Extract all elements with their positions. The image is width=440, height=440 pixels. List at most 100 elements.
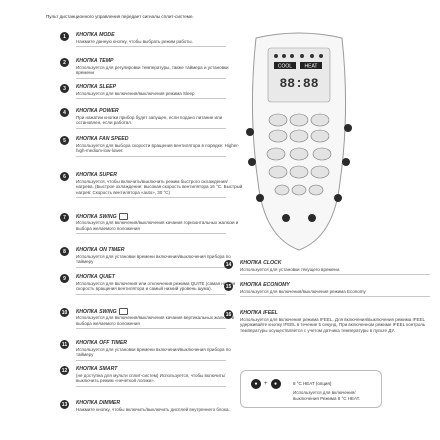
item-title-text: КНОПКА SWING xyxy=(76,308,117,315)
item-fan-speed: 5 КНОПКА FAN SPEED Используется для выбо… xyxy=(60,136,244,157)
badge: 6 xyxy=(60,172,69,181)
item-off-timer: 11 КНОПКА OFF TIMER Используется для уст… xyxy=(60,340,244,361)
item-title: КНОПКА TEMP xyxy=(76,58,114,64)
item-desc: Используется для установки времени включ… xyxy=(76,346,231,358)
heat-buttons: ● + ● xyxy=(251,379,281,389)
item-desc: Используется для установки времени включ… xyxy=(76,253,231,265)
item-swing-vertical: 10 КНОПКА SWING Используется для включен… xyxy=(60,308,244,330)
swing-horizontal-icon xyxy=(119,213,129,220)
item-economy: 15 КНОПКА ECONOMY Используется для включ… xyxy=(224,282,430,297)
item-title: КНОПКА ON TIMER xyxy=(76,247,125,253)
divider xyxy=(240,274,430,275)
item-desc: Используется для включения/выключения ка… xyxy=(76,220,239,231)
heat-8c-box: ● + ● 8 °C HEAT (опция) Используется для… xyxy=(240,370,382,408)
plus-sign: + xyxy=(264,381,268,387)
item-desc: Нажмите кнопку, чтобы включить/выключить… xyxy=(76,406,230,412)
item-desc: Нажмите данную кнопку, чтобы выбрать реж… xyxy=(76,38,193,44)
item-clock: 14 КНОПКА CLOCK Используется для установ… xyxy=(224,260,430,275)
divider xyxy=(76,155,226,157)
item-title: КНОПКА ECONOMY xyxy=(240,282,290,288)
item-title: КНОПКА SMART xyxy=(76,366,118,372)
badge: 12 xyxy=(60,366,69,375)
swing-vertical-icon xyxy=(119,308,129,315)
screen-label-1: COOL xyxy=(278,64,292,70)
item-swing-horizontal: 7 КНОПКА SWING Используется для включени… xyxy=(60,213,244,235)
badge: 1 xyxy=(60,32,69,41)
item-desc: Используется для включения/выключения ре… xyxy=(240,288,366,294)
divider xyxy=(76,98,226,99)
divider xyxy=(76,233,226,235)
screen-icons xyxy=(274,54,323,58)
item-desc: Используется для выбора скорости вращени… xyxy=(76,142,240,154)
divider xyxy=(240,296,430,297)
item-desc: Используется для включения/выключения ка… xyxy=(76,315,235,326)
divider xyxy=(76,127,226,129)
remote-screen xyxy=(267,47,331,103)
divider xyxy=(76,46,226,47)
screen-digits: 88:88 xyxy=(279,76,318,91)
item-on-timer: 8 КНОПКА ON TIMER Используется для устан… xyxy=(60,247,244,268)
item-quiet: 9 КНОПКА QUIET Используется для включени… xyxy=(60,274,244,295)
item-dimmer: 13 КНОПКА DIMMER Нажмите кнопку, чтобы в… xyxy=(60,400,244,412)
item-title: КНОПКА CLOCK xyxy=(240,260,282,266)
item-desc: Используется для включения или отключени… xyxy=(76,280,236,292)
divider xyxy=(76,266,226,268)
item-title: КНОПКА SUPER xyxy=(76,172,117,178)
badge: 10 xyxy=(60,308,69,317)
badge: 5 xyxy=(60,136,69,145)
item-title: КНОПКА SLEEP xyxy=(76,84,117,90)
item-title: КНОПКА QUIET xyxy=(76,274,115,280)
item-title: КНОПКА POWER xyxy=(76,108,119,114)
badge: 3 xyxy=(60,84,69,93)
item-title: КНОПКА OFF TIMER xyxy=(76,340,128,346)
intro-text: Пульт дистанционного управления передает… xyxy=(46,14,194,19)
badge: 13 xyxy=(60,400,69,409)
item-title: КНОПКА FAN SPEED xyxy=(76,136,129,142)
item-title: КНОПКА IFEEL xyxy=(240,310,278,316)
item-ifeel: 16 КНОПКА IFEEL Используется для включен… xyxy=(224,310,430,333)
item-desc: Используется для регулировки температуры… xyxy=(76,64,229,76)
item-desc: Используется для установки текущего врем… xyxy=(240,266,341,272)
remote-callouts xyxy=(246,124,352,222)
divider xyxy=(76,293,226,295)
divider xyxy=(76,328,226,330)
item-title: КНОПКА MODE xyxy=(76,32,115,38)
remote-control-illustration: COOL HEAT 88:88 xyxy=(246,32,352,251)
item-sleep: 3 КНОПКА SLEEP Используется для включени… xyxy=(60,84,244,99)
item-desc: Используется для включения/выключения ре… xyxy=(76,90,195,96)
button-a-icon: ● xyxy=(251,379,261,389)
item-title: КНОПКА SWING xyxy=(76,308,244,315)
screen-label-box-1 xyxy=(274,62,296,69)
item-temp: 2 КНОПКА TEMP Используется для регулиров… xyxy=(60,58,244,79)
item-power: 4 КНОПКА POWER При нажатии кнопки прибор… xyxy=(60,108,244,129)
badge: 4 xyxy=(60,108,69,117)
item-mode: 1 КНОПКА MODE Нажмите данную кнопку, что… xyxy=(60,32,244,47)
item-title: КНОПКА DIMMER xyxy=(76,400,121,406)
screen-label-2: HEAT xyxy=(305,64,318,70)
badge: 16 xyxy=(224,310,233,319)
badge: 8 xyxy=(60,247,69,256)
badge: 15 xyxy=(224,282,233,291)
divider xyxy=(76,77,226,79)
item-desc: Используется, чтобы включить/выключить р… xyxy=(76,178,243,195)
divider xyxy=(76,359,226,361)
badge: 7 xyxy=(60,213,69,222)
button-b-icon: ● xyxy=(270,379,281,389)
heat-label: 8 °C HEAT (опция) xyxy=(293,381,332,386)
item-smart: 12 КНОПКА SMART (не доступна для мульти … xyxy=(60,366,244,387)
item-desc: (не доступна для мульти сплит-систем) Ис… xyxy=(76,372,226,384)
badge: 9 xyxy=(60,274,69,283)
item-super: 6 КНОПКА SUPER Используется, чтобы включ… xyxy=(60,172,244,198)
item-title: КНОПКА SWING xyxy=(76,213,244,220)
remote-buttons xyxy=(266,113,332,196)
item-title-text: КНОПКА SWING xyxy=(76,213,117,220)
heat-desc: Используется для включения/выключения Ре… xyxy=(293,390,361,401)
badge: 11 xyxy=(60,340,69,349)
divider xyxy=(76,197,226,198)
item-desc: Используется для включения режима IFEEL.… xyxy=(240,316,426,333)
badge: 14 xyxy=(224,260,233,269)
badge: 2 xyxy=(60,58,69,67)
screen-label-box-2 xyxy=(300,62,322,69)
item-desc: При нажатии кнопки прибор будет запущен,… xyxy=(76,114,223,126)
divider xyxy=(76,385,226,387)
